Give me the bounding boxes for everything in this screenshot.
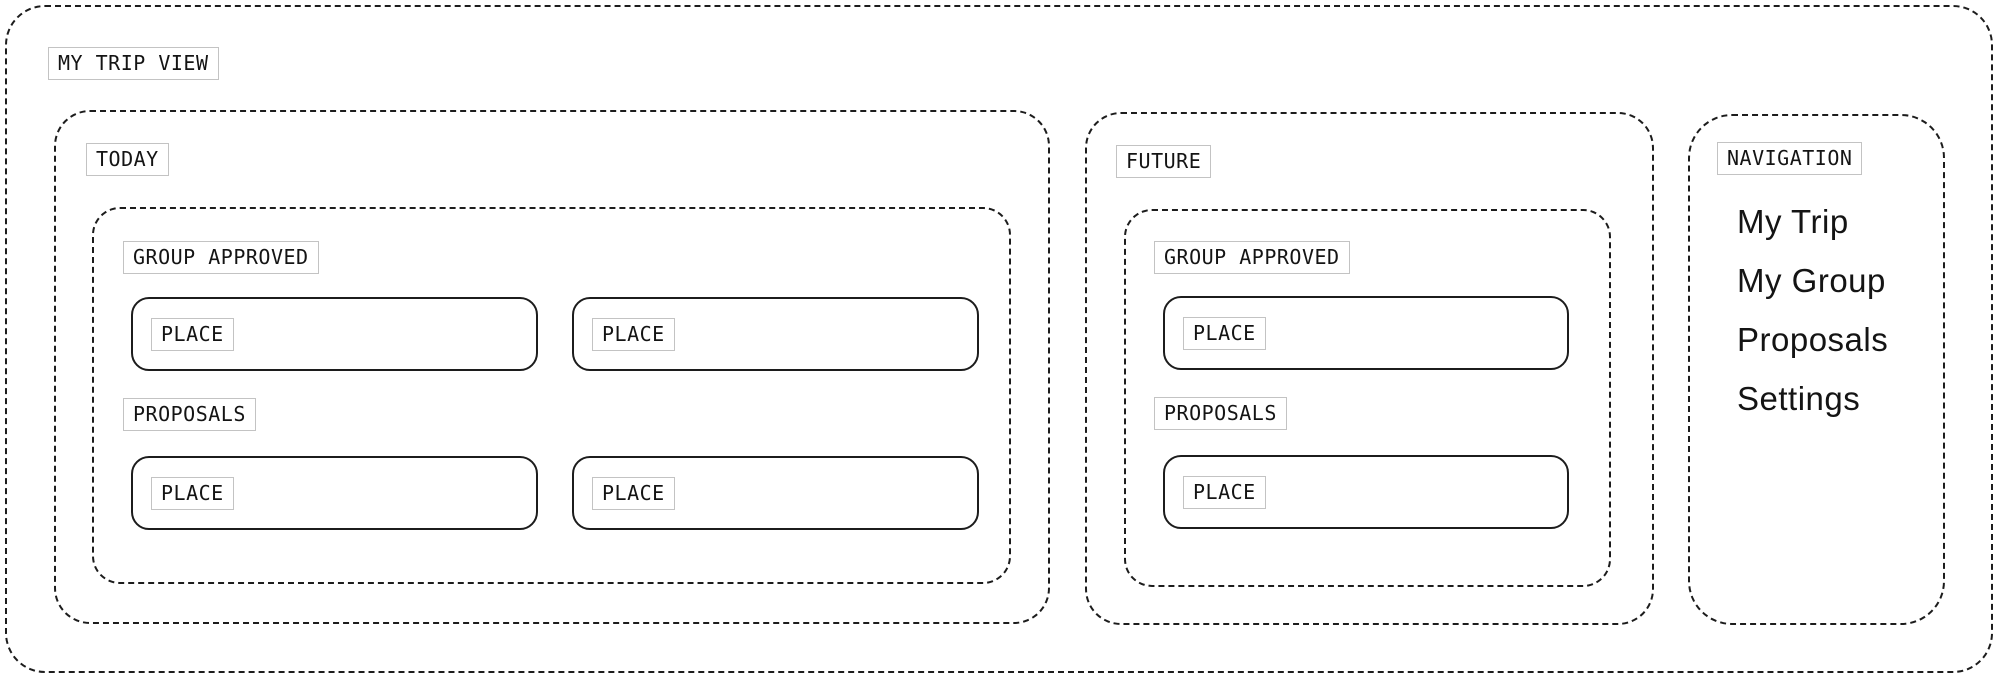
- place-card[interactable]: PLACE: [1163, 296, 1569, 370]
- nav-item-proposals[interactable]: Proposals: [1737, 320, 1889, 358]
- place-label: PLACE: [151, 476, 234, 510]
- today-section: TODAY GROUP APPROVED PLACE PLACE PROPOSA…: [54, 110, 1050, 624]
- place-label: PLACE: [1183, 475, 1266, 509]
- app-frame: MY TRIP VIEW TODAY GROUP APPROVED PLACE …: [5, 5, 1993, 673]
- group-approved-label: GROUP APPROVED: [1154, 241, 1350, 274]
- navigation-label: NAVIGATION: [1717, 142, 1863, 175]
- proposals-label: PROPOSALS: [123, 398, 256, 431]
- future-section: FUTURE GROUP APPROVED PLACE PROPOSALS PL…: [1085, 112, 1654, 625]
- place-label: PLACE: [1183, 316, 1266, 350]
- future-label: FUTURE: [1116, 145, 1212, 178]
- place-label: PLACE: [151, 317, 234, 351]
- place-card[interactable]: PLACE: [572, 297, 979, 371]
- today-itinerary-area: GROUP APPROVED PLACE PLACE PROPOSALS PLA…: [92, 207, 1011, 584]
- navigation-panel: NAVIGATION My Trip My Group Proposals Se…: [1688, 114, 1945, 625]
- group-approved-label: GROUP APPROVED: [123, 241, 319, 274]
- navigation-list: My Trip My Group Proposals Settings: [1737, 192, 1923, 428]
- nav-item-my-trip[interactable]: My Trip: [1737, 202, 1849, 240]
- place-card[interactable]: PLACE: [131, 297, 538, 371]
- today-label: TODAY: [86, 143, 169, 176]
- place-card[interactable]: PLACE: [131, 456, 538, 530]
- place-label: PLACE: [592, 317, 675, 351]
- place-label: PLACE: [592, 476, 675, 510]
- future-itinerary-area: GROUP APPROVED PLACE PROPOSALS PLACE: [1124, 209, 1611, 587]
- place-card[interactable]: PLACE: [572, 456, 979, 530]
- page-title-label: MY TRIP VIEW: [48, 47, 219, 80]
- place-card[interactable]: PLACE: [1163, 455, 1569, 529]
- proposals-label: PROPOSALS: [1154, 397, 1287, 430]
- nav-item-my-group[interactable]: My Group: [1737, 261, 1886, 299]
- nav-item-settings[interactable]: Settings: [1737, 379, 1861, 417]
